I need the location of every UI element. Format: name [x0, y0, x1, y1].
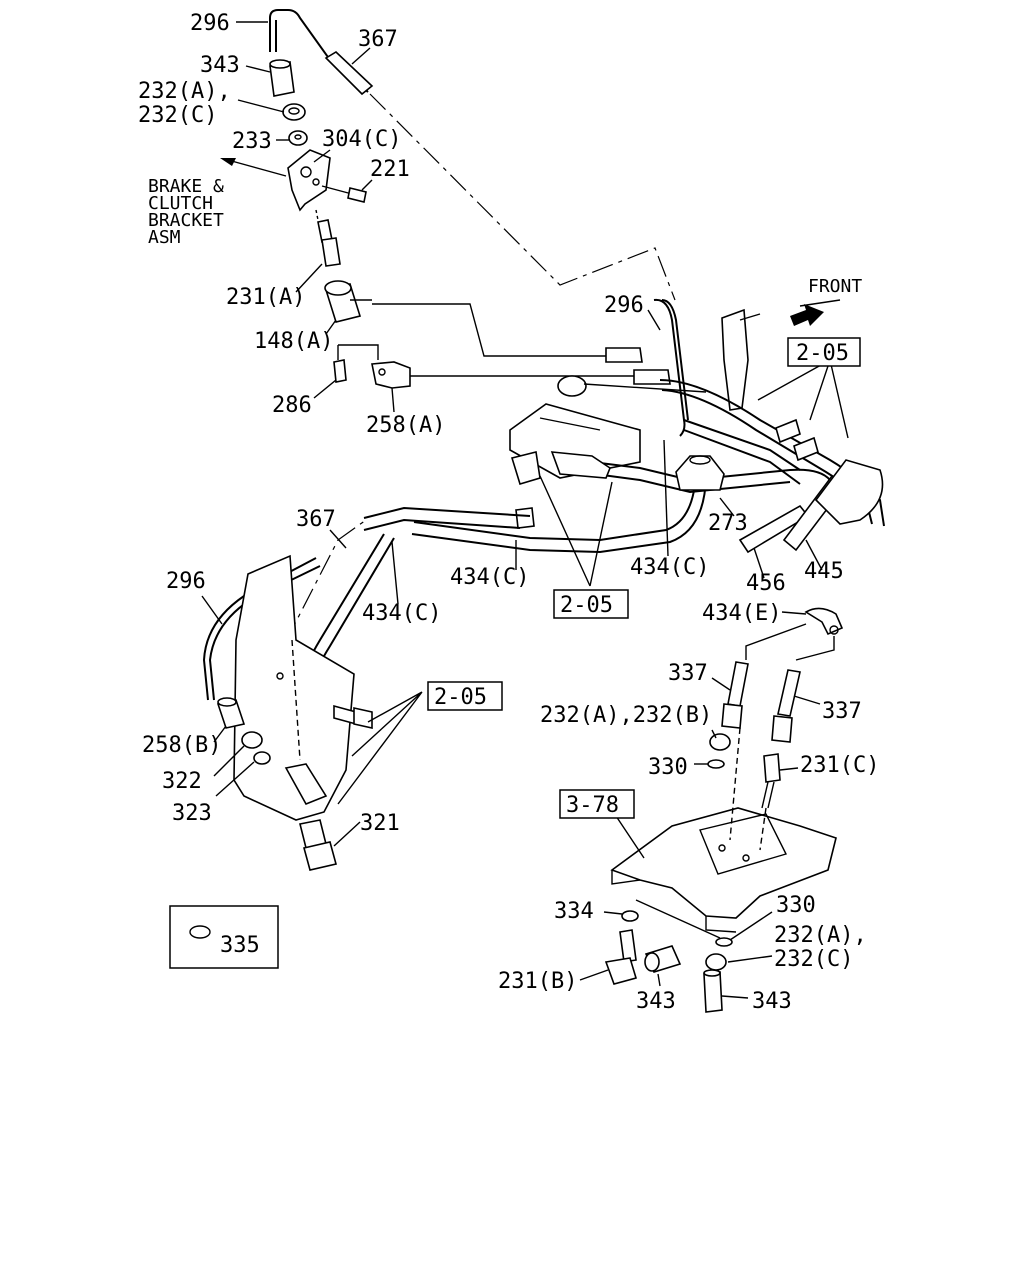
label-232ab: 232(A),232(B) — [540, 703, 712, 728]
label-343-mid: 343 — [636, 989, 676, 1014]
fitting-321 — [299, 819, 337, 871]
switch-148a — [324, 280, 372, 323]
nut-232ac-bottom — [705, 953, 727, 971]
label-330-bottom: 330 — [776, 893, 816, 918]
ref-205-top-right: 2-05 — [796, 341, 849, 366]
label-232ac-bottom-1: 232(A), — [774, 923, 867, 948]
label-322: 322 — [162, 769, 202, 794]
label-232a-top-1: 232(A), — [138, 79, 231, 104]
washer-233 — [288, 130, 308, 146]
bracket-378 — [610, 807, 837, 933]
hose-middle — [683, 419, 801, 471]
label-434e: 434(E) — [702, 601, 781, 626]
front-arrow — [790, 304, 824, 326]
ref-box-205-lower-left — [427, 681, 503, 711]
spacer-343-top — [269, 59, 295, 97]
bolt-221 — [321, 185, 367, 203]
elbow-231b — [604, 929, 638, 985]
label-232a-top-2: 232(C) — [138, 103, 217, 128]
rod-296-center — [653, 298, 686, 437]
label-148a: 148(A) — [254, 329, 333, 354]
label-434c-right: 434(C) — [630, 555, 709, 580]
label-273: 273 — [708, 511, 748, 536]
rod-296-top — [269, 9, 369, 93]
fitting-258a — [371, 361, 411, 389]
bolt-bracket-left — [333, 704, 373, 729]
label-231c: 231(C) — [800, 753, 879, 778]
clamp-434e — [804, 607, 844, 636]
ref-box-205-middle — [553, 589, 629, 619]
label-434c-left: 434(C) — [362, 601, 441, 626]
label-321: 321 — [360, 811, 400, 836]
ref-205-middle: 2-05 — [560, 593, 613, 618]
washer-330-bottom — [715, 937, 733, 947]
label-brake-4: ASM — [148, 227, 181, 248]
washer-323 — [253, 751, 271, 765]
label-343-top: 343 — [200, 53, 240, 78]
washer-330-top — [707, 759, 725, 769]
label-286: 286 — [272, 393, 312, 418]
sleeve-367-top — [324, 51, 374, 96]
line-148-to-hose — [372, 303, 608, 357]
label-233: 233 — [232, 129, 272, 154]
label-brake-3: BRACKET — [148, 210, 224, 231]
spacer-258b — [216, 697, 246, 729]
label-337-right: 337 — [822, 699, 862, 724]
ref-box-205-top-right — [787, 337, 861, 367]
nut-232-top — [282, 103, 306, 121]
label-296-left: 296 — [166, 569, 206, 594]
hose-to-left — [413, 471, 697, 542]
legend-oring-icon — [189, 925, 211, 939]
grommet-273 — [675, 455, 725, 491]
label-367-top: 367 — [358, 27, 398, 52]
label-258a: 258(A) — [366, 413, 445, 438]
label-221: 221 — [370, 157, 410, 182]
label-445: 445 — [804, 559, 844, 584]
spacer-343-mid — [644, 945, 682, 973]
stud-231c — [761, 753, 781, 809]
bracket-top-right — [721, 308, 749, 411]
label-323: 323 — [172, 801, 212, 826]
label-367-lower: 367 — [296, 507, 336, 532]
washer-334 — [621, 910, 639, 922]
label-296-top: 296 — [190, 11, 230, 36]
label-258b: 258(B) — [142, 733, 221, 758]
ref-box-378 — [559, 789, 635, 819]
label-343-right: 343 — [752, 989, 792, 1014]
label-front: FRONT — [808, 276, 862, 297]
label-231b: 231(B) — [498, 969, 577, 994]
label-brake-1: BRAKE & — [148, 176, 224, 197]
label-232ac-bottom-2: 232(C) — [774, 947, 853, 972]
stud-231a — [315, 209, 341, 267]
legend-box-335 — [169, 905, 279, 969]
label-337-left: 337 — [668, 661, 708, 686]
fitting-337-right — [771, 669, 801, 743]
bracket-304c — [287, 149, 331, 212]
label-296-center: 296 — [604, 293, 644, 318]
label-231a: 231(A) — [226, 285, 305, 310]
label-304c: 304(C) — [322, 127, 401, 152]
screw-286 — [333, 345, 347, 383]
fitting-337-left — [721, 661, 749, 729]
label-334: 334 — [554, 899, 594, 924]
label-brake-2: CLUTCH — [148, 193, 213, 214]
spacer-343-right — [703, 969, 723, 1013]
label-456: 456 — [746, 571, 786, 596]
ref-205-lower-left: 2-05 — [434, 685, 487, 710]
nut-232ab — [709, 733, 731, 751]
cable-dashed-top — [369, 93, 676, 301]
label-434c-center: 434(C) — [450, 565, 529, 590]
label-335: 335 — [220, 933, 260, 958]
arrow-brake-clutch — [220, 158, 236, 166]
nut-322 — [241, 731, 263, 749]
label-330-top: 330 — [648, 755, 688, 780]
eye-fitting — [557, 375, 587, 397]
ref-378: 3-78 — [566, 793, 619, 818]
center-plate — [509, 403, 641, 479]
